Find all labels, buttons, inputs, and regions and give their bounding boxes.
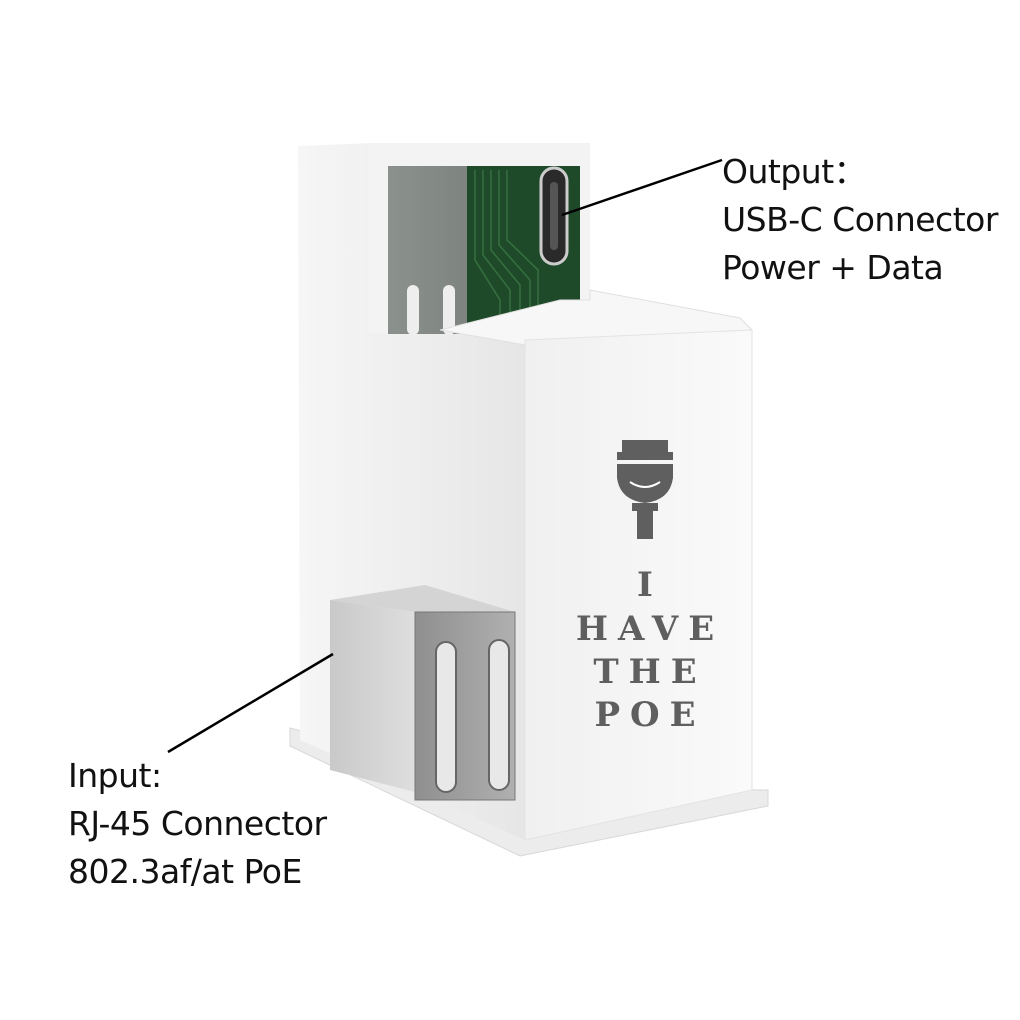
rj45-left-face (330, 600, 415, 792)
plug-icon (617, 440, 673, 539)
print-line-1: I (637, 565, 663, 605)
rj45-top (330, 585, 515, 612)
output-line-1: USB-C Connector (722, 200, 998, 239)
input-callout: Input: RJ-45 Connector 802.3af/at PoE (68, 752, 327, 896)
output-line-2: Power + Data (722, 248, 944, 287)
rj45-latch (488, 639, 510, 791)
input-leader-line (167, 652, 334, 754)
input-line-2: 802.3af/at PoE (68, 852, 302, 891)
input-line-1: RJ-45 Connector (68, 804, 327, 843)
print-line-4: POE (594, 695, 705, 735)
input-title: Input: (68, 756, 162, 795)
output-leader-line (561, 158, 723, 217)
output-callout: Output： USB-C Connector Power + Data (722, 148, 998, 292)
body-front-face (524, 329, 753, 841)
rj45-latch (435, 641, 457, 793)
print-line-3: THE (593, 652, 706, 692)
output-title: Output： (722, 152, 867, 191)
print-line-2: HAVE (576, 609, 724, 649)
